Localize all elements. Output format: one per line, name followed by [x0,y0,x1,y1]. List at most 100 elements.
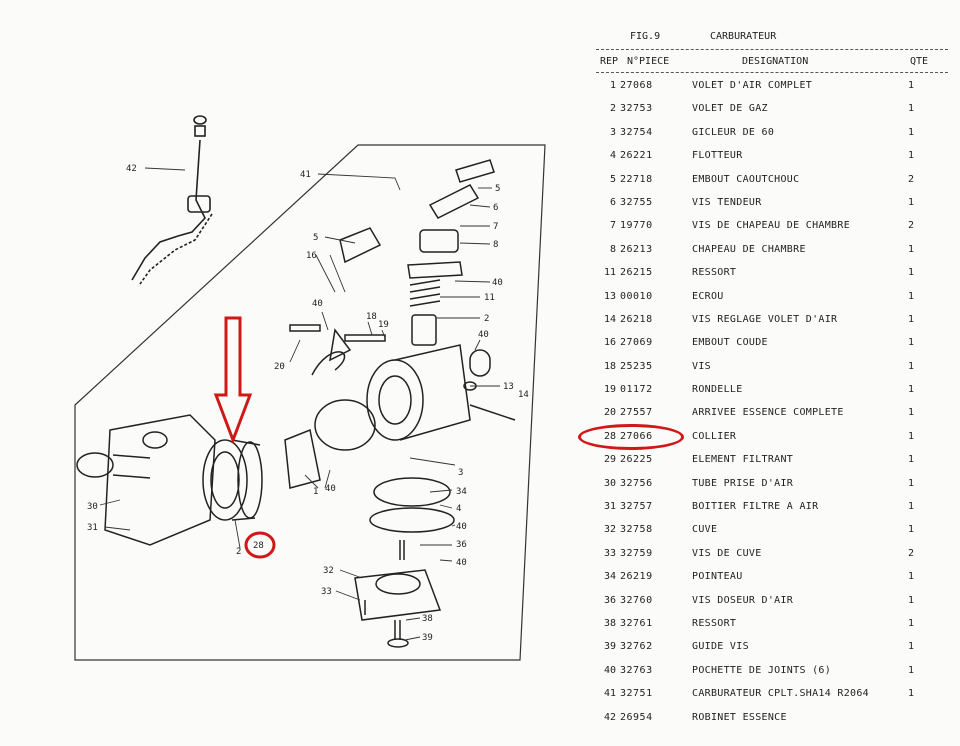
part-number: 27068 [620,80,653,91]
callout-42: 42 [126,164,137,174]
part-number: 32757 [620,501,653,513]
part-number: 32751 [620,688,653,700]
part-number: 26219 [620,571,653,583]
part-number: 32755 [620,196,653,208]
part-rep: 40 [603,664,616,676]
fuel-tap-drawing [131,115,213,285]
callout-1: 1 [313,487,318,497]
col-designation: DESIGNATION [742,56,809,67]
part-number: 32760 [620,594,653,606]
callout-2a: 2 [484,314,489,324]
part-number: 00010 [620,290,653,302]
callout-40a: 40 [492,278,503,288]
callout-13: 13 [503,382,514,392]
part-qty: 1 [908,430,915,442]
part-rep: 30 [603,477,616,489]
part-designation: CHAPEAU DE CHAMBRE [692,243,806,255]
part-rep: 36 [603,594,616,606]
callout-11: 11 [484,293,495,303]
callout-41: 41 [300,170,311,180]
part-rep: 6 [609,196,616,208]
callout-40d: 40 [325,484,336,494]
part-rep: 14 [603,313,616,325]
part-qty: 1 [908,313,915,325]
header-rule-top [596,49,948,50]
part-rep: 18 [603,360,616,372]
part-number: 32753 [620,103,653,115]
diagram-frame [74,144,546,661]
part-designation: RONDELLE [692,384,743,396]
part-qty: 1 [908,501,915,513]
part-designation: COLLIER [692,430,737,442]
part-designation: CUVE [692,524,718,536]
part-rep: 41 [603,688,616,700]
part-number: 26215 [620,267,653,279]
part-rep: 19 [603,384,616,396]
part-qty: 1 [908,571,915,583]
part-rep: 4 [609,150,616,162]
part-rep: 16 [603,337,616,349]
part-designation: EMBOUT CAOUTCHOUC [692,173,800,185]
callout-5a: 5 [495,184,500,194]
callout-19: 19 [378,320,389,330]
part-number: 26954 [620,711,653,723]
part-qty: 1 [908,641,915,653]
callout-20: 20 [274,362,285,372]
part-number: 26218 [620,313,653,325]
callout-3: 3 [458,468,463,478]
callout-36: 36 [456,540,467,550]
part-qty: 1 [908,290,915,302]
part-rep: 13 [603,290,616,302]
part-rep: 1 [609,80,616,91]
col-piece: N°PIECE [627,56,670,67]
callout-40b: 40 [312,299,323,309]
parts-list: FIG.9 CARBURATEUR REP N°PIECE DESIGNATIO… [590,0,960,746]
part-qty: 1 [908,80,915,91]
figure-title: CARBURATEUR [710,31,777,42]
callout-32: 32 [323,566,334,576]
part-designation: EMBOUT COUDE [692,337,768,349]
callout-40c: 40 [478,330,489,340]
part-rep: 33 [603,547,616,559]
exploded-diagram: 42 41 5 6 7 8 5 16 40 11 2 40 18 19 40 2… [74,115,546,661]
part-qty: 1 [908,150,915,162]
part-qty: 1 [908,243,915,255]
callout-5b: 5 [313,233,318,243]
part-designation: VOLET DE GAZ [692,103,768,115]
callout-7: 7 [493,222,498,232]
part-rep: 5 [609,173,616,185]
part-designation: VIS DE CUVE [692,547,762,559]
part-number: 01172 [620,384,653,396]
part-rep: 7 [609,220,616,232]
callout-14: 14 [518,390,529,400]
callout-39: 39 [422,633,433,643]
part-number: 22718 [620,173,653,185]
part-designation: POCHETTE DE JOINTS (6) [692,664,832,676]
callout-28: 28 [253,541,264,551]
part-number: 26225 [620,454,653,466]
part-designation: RESSORT [692,267,737,279]
callout-6: 6 [493,203,498,213]
part-qty: 1 [908,360,915,372]
part-designation: TUBE PRISE D'AIR [692,477,794,489]
part-qty: 1 [908,617,915,629]
part-designation: FLOTTEUR [692,150,743,162]
part-designation: VIS DE CHAPEAU DE CHAMBRE [692,220,851,232]
callout-4: 4 [456,504,461,514]
part-qty: 1 [908,688,915,700]
callout-18: 18 [366,312,377,322]
callout-30: 30 [87,502,98,512]
part-number: 26213 [620,243,653,255]
callout-40f: 40 [456,558,467,568]
part-qty: 1 [908,103,915,115]
